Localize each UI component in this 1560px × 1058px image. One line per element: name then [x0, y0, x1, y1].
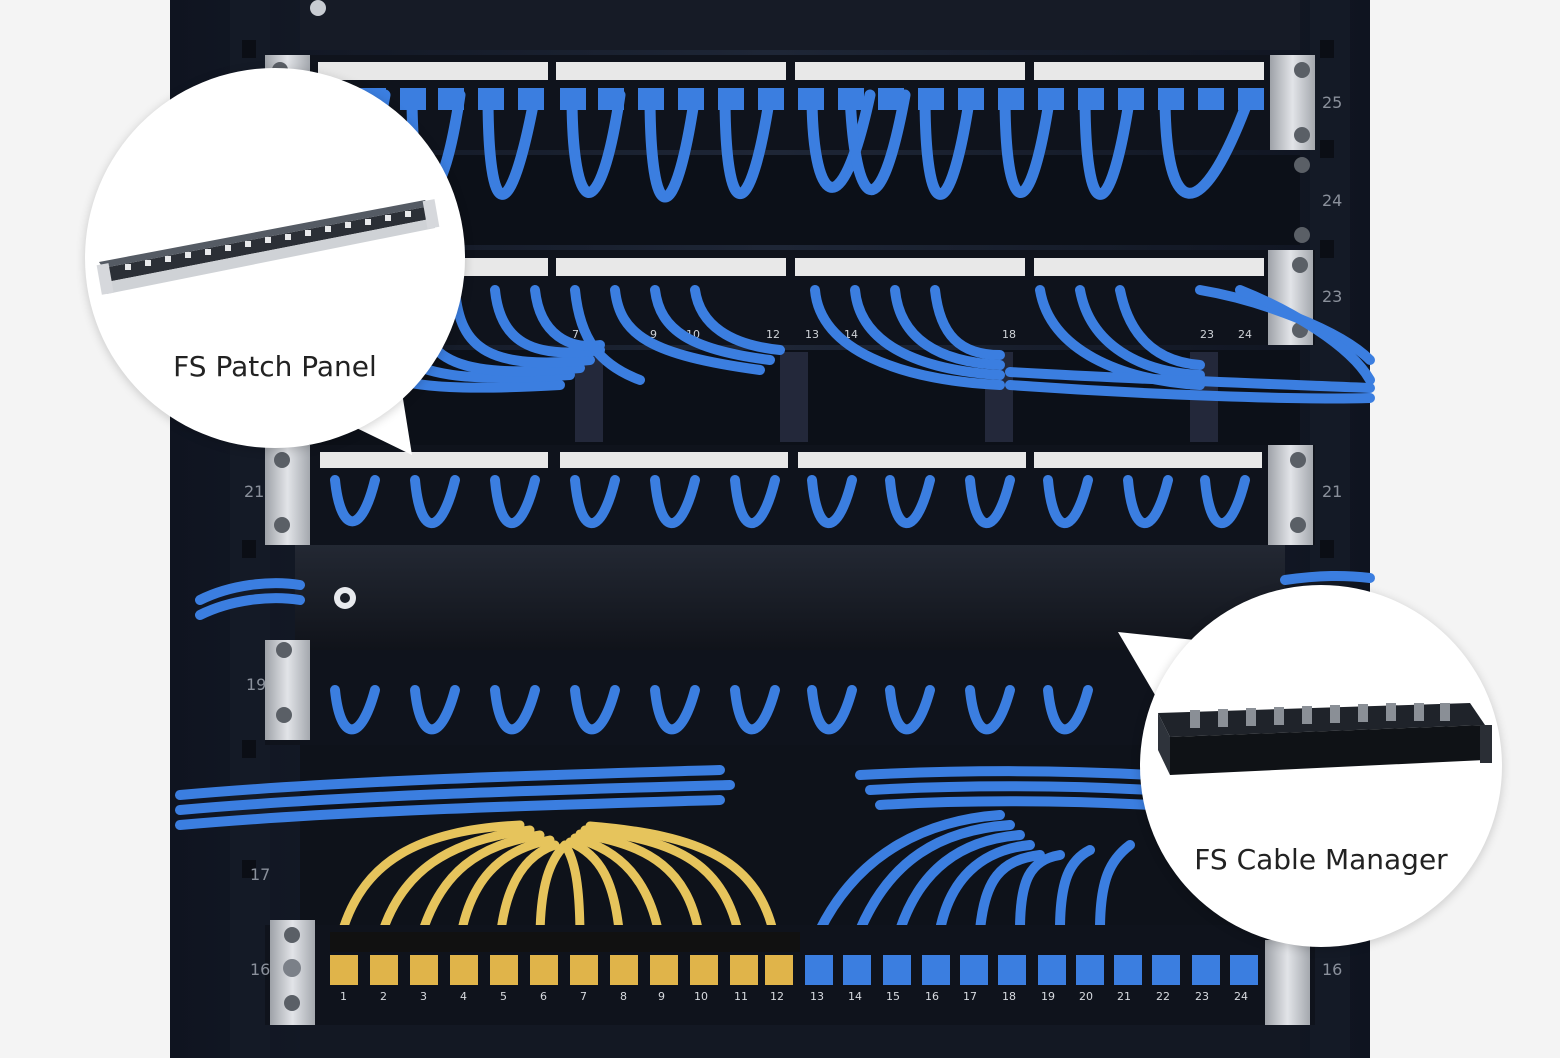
port-label-24: 24 [1238, 328, 1252, 341]
port-label-23: 23 [1195, 990, 1209, 1003]
patch-panel-product-image [96, 199, 440, 295]
rack-unit-24: 24 [1322, 191, 1342, 210]
port-label-5: 5 [500, 990, 507, 1003]
port-label-13: 13 [805, 328, 819, 341]
rack-unit-19: 19 [246, 675, 266, 694]
cables-u18 [175, 765, 1155, 935]
port-label-8: 8 [620, 990, 627, 1003]
port-label-23: 23 [1200, 328, 1214, 341]
brush-manager-u24 [300, 155, 1300, 245]
port-label-2: 2 [380, 990, 387, 1003]
rack-unit-17: 17 [250, 865, 270, 884]
port-label-18: 18 [1002, 328, 1016, 341]
callout-patch-panel: FS Patch Panel [85, 68, 465, 448]
cables-u21 [330, 475, 1250, 528]
port-label-21: 21 [1117, 990, 1131, 1003]
callout-cable-manager: FS Cable Manager [1140, 585, 1502, 947]
port-label-20: 20 [1079, 990, 1093, 1003]
port-label-9: 9 [650, 328, 657, 341]
port-label-12: 12 [770, 990, 784, 1003]
rack-unit-23: 23 [1322, 287, 1342, 306]
port-label-4: 4 [460, 990, 467, 1003]
rack-unit-21-right: 21 [1322, 482, 1342, 501]
rack-unit-21-left: 21 [244, 482, 264, 501]
port-label-3: 3 [420, 990, 427, 1003]
cables-u19 [330, 685, 1093, 735]
port-label-19: 19 [1041, 990, 1055, 1003]
cable-manager-label: FS Cable Manager [1194, 843, 1448, 876]
cable-manager-product-image [1158, 703, 1492, 775]
patch-panel-label: FS Patch Panel [173, 350, 377, 383]
port-label-24: 24 [1234, 990, 1248, 1003]
port-label-6: 6 [540, 990, 547, 1003]
port-label-12: 12 [766, 328, 780, 341]
port-label-16: 16 [925, 990, 939, 1003]
port-label-1: 1 [340, 990, 347, 1003]
port-label-17: 17 [963, 990, 977, 1003]
rack-unit-25: 25 [1322, 93, 1342, 112]
patch-panel-u21 [265, 445, 1315, 545]
rack-unit-16-left: 16 [250, 960, 270, 979]
port-label-18: 18 [1002, 990, 1016, 1003]
port-label-13: 13 [810, 990, 824, 1003]
port-label-14: 14 [848, 990, 862, 1003]
cables-yellow [335, 820, 780, 945]
rack-unit-16-right: 16 [1322, 960, 1342, 979]
port-label-15: 15 [886, 990, 900, 1003]
port-label-22: 22 [1156, 990, 1170, 1003]
port-label-10: 10 [694, 990, 708, 1003]
cables-u23 [330, 285, 1375, 404]
port-label-9: 9 [658, 990, 665, 1003]
port-label-7: 7 [572, 328, 579, 341]
port-label-7: 7 [580, 990, 587, 1003]
callout-tail-cable [1118, 632, 1195, 700]
port-label-11: 11 [734, 990, 748, 1003]
